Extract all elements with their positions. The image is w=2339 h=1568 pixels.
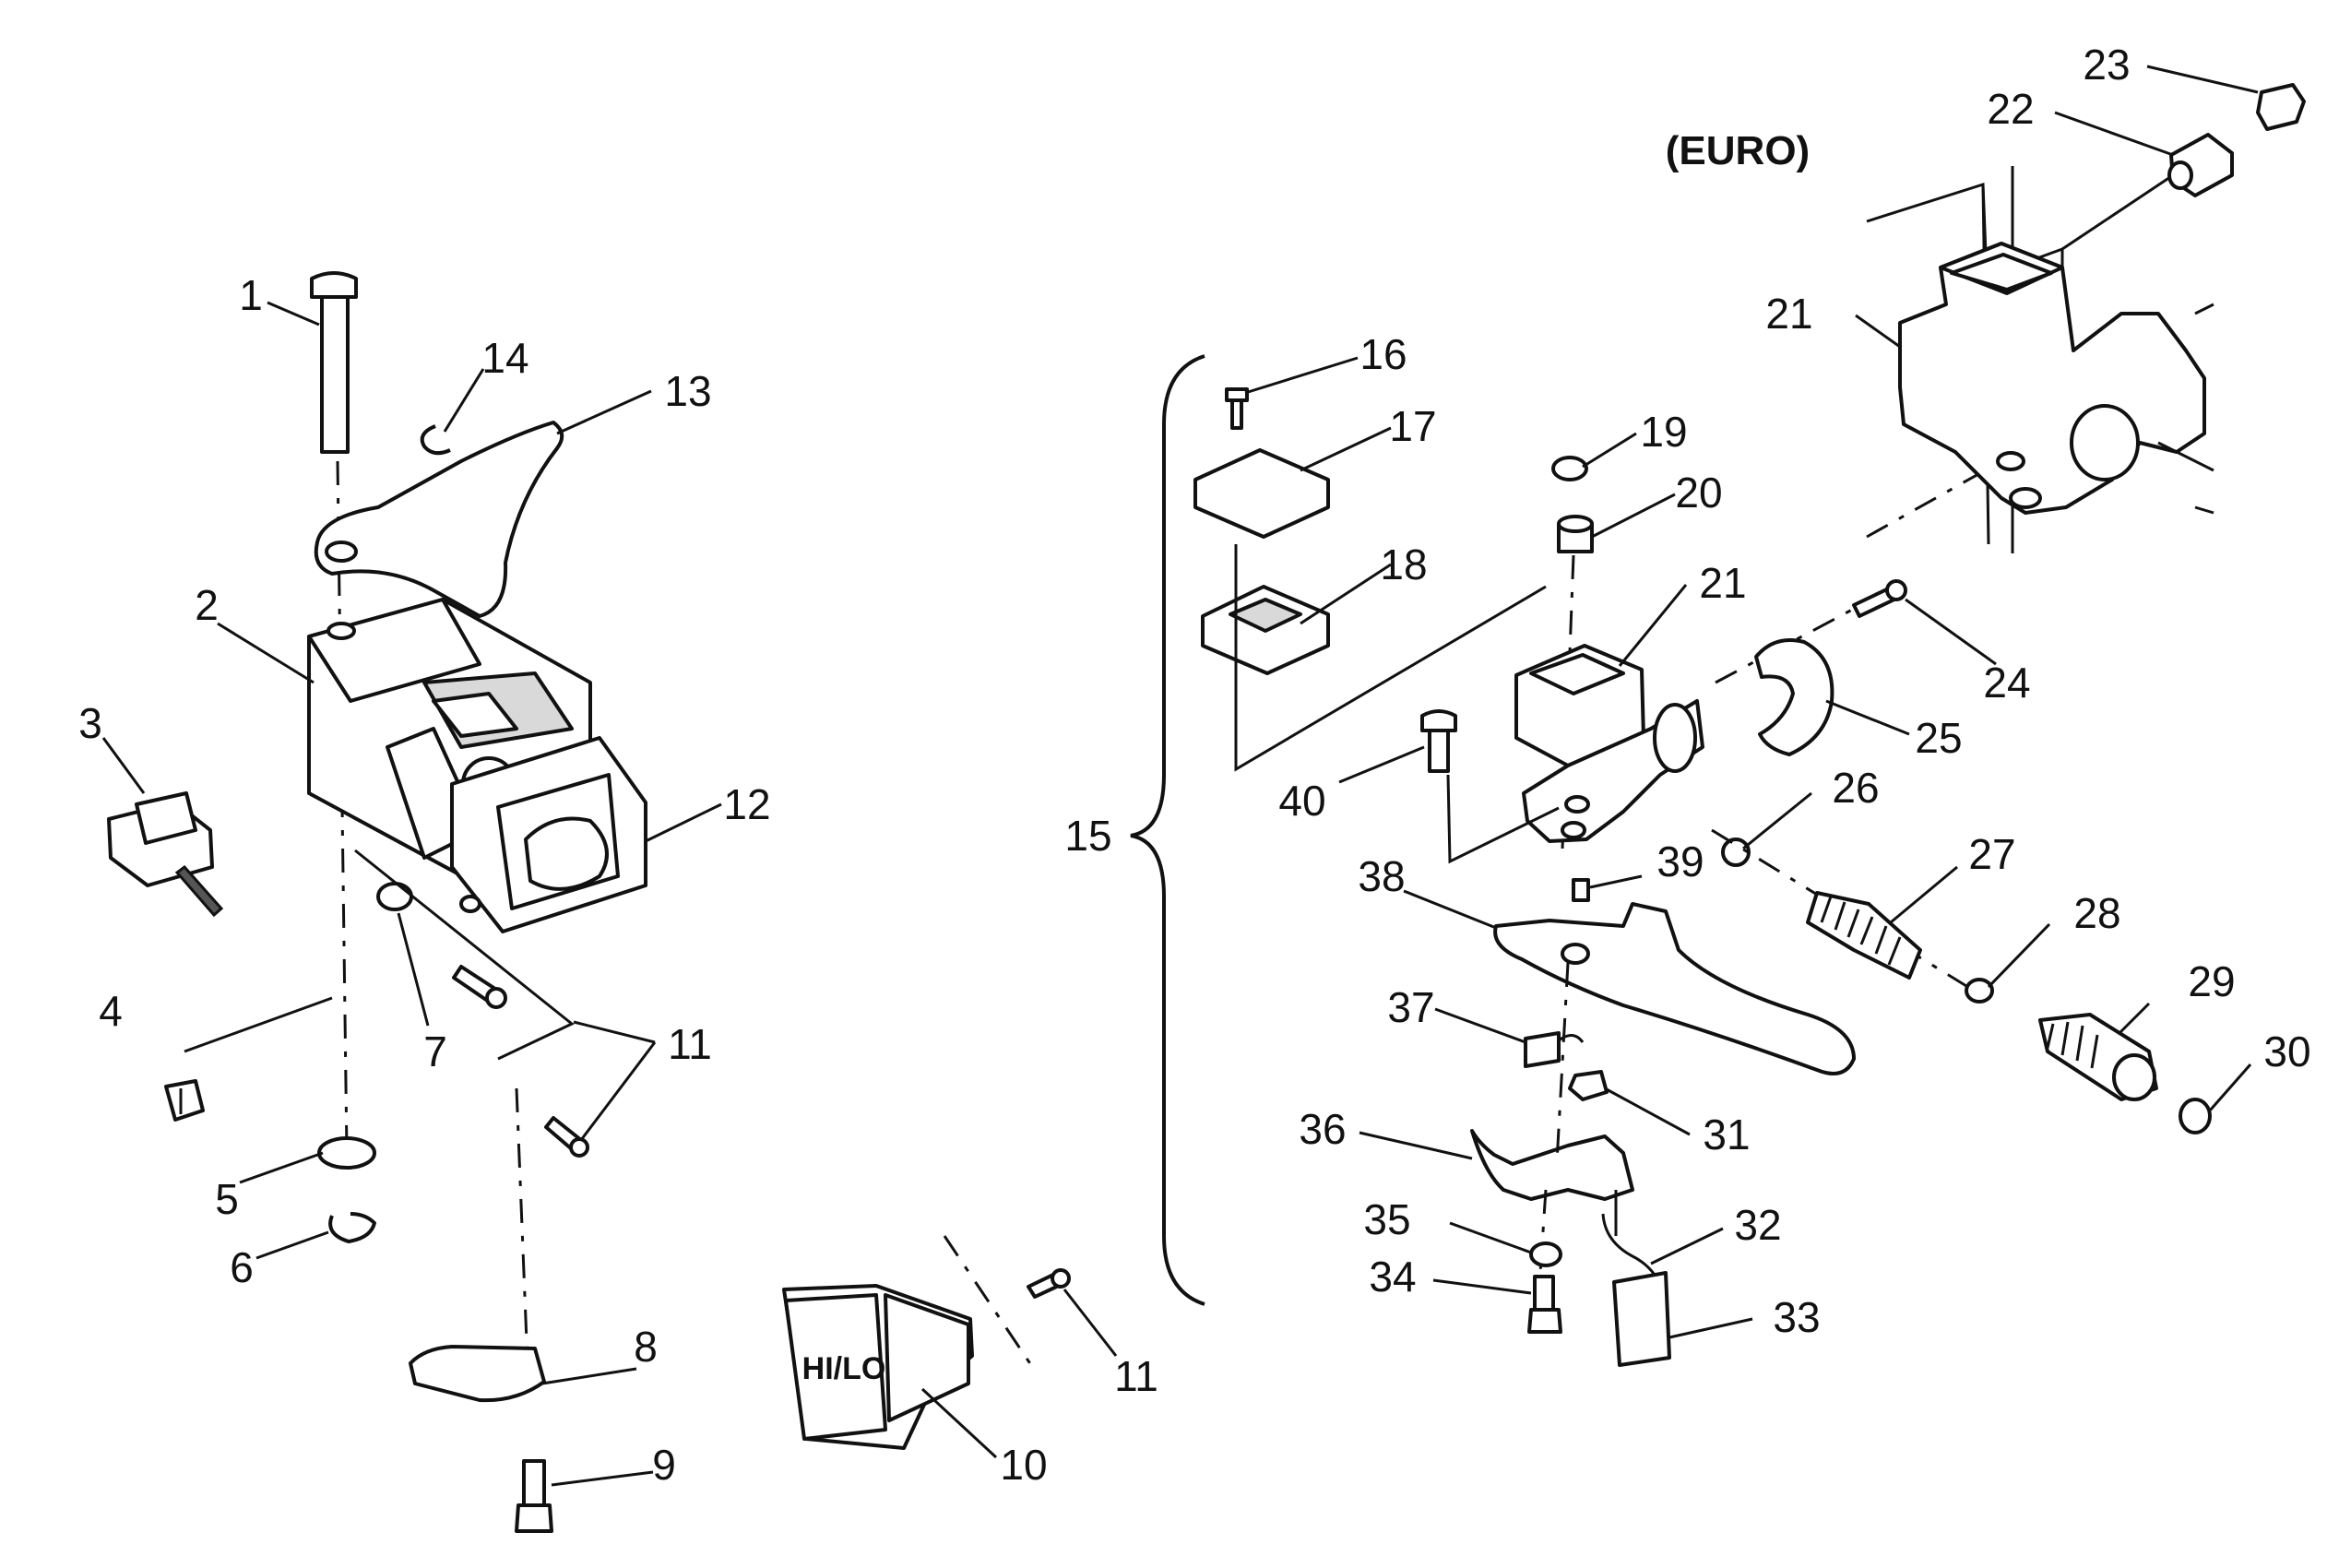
callout-32: 32 [1734,1201,1781,1249]
part-37-spring [1524,1031,1585,1068]
part-40-bolt [1420,709,1457,773]
euro-label: (EURO) [1666,128,1810,173]
part-4-nut [164,1079,205,1122]
part-31-nut [1568,1070,1609,1101]
callout-20: 20 [1675,469,1722,517]
part-33-tag [1612,1271,1671,1367]
callout-26: 26 [1832,764,1879,812]
part-9-bolt [515,1459,553,1533]
callout-36: 36 [1299,1105,1346,1153]
part-38-brake-lever [1493,902,1856,1075]
part-26-washer [1721,837,1751,867]
callout-35: 35 [1363,1195,1410,1243]
part-21-euro-master-cylinder [1866,166,2214,553]
part-19-washer [1551,456,1588,481]
callout-28: 28 [2073,889,2120,937]
part-7-washer [376,882,413,911]
part-5-washer [317,1136,376,1170]
callout-21-euro: 21 [1765,290,1812,338]
callout-38: 38 [1358,852,1405,900]
part-8-plate [409,1345,546,1403]
part-34-screw [1527,1275,1562,1334]
part-1-bolt [310,271,358,454]
callout-16: 16 [1359,330,1407,378]
part-10-hilo-switch [782,1284,974,1450]
callout-13: 13 [664,367,711,415]
callout-27: 27 [1968,830,2015,878]
callout-2: 2 [195,581,219,629]
part-14-clip [420,424,451,456]
callout-leaders [101,65,2259,1487]
part-35-washer [1529,1241,1562,1267]
part-20-bushing [1557,515,1594,553]
part-39-pin [1572,878,1590,902]
part-6-eclip [328,1212,376,1243]
callout-33: 33 [1773,1293,1820,1341]
part-28-washer [1965,978,1994,1004]
callout-4: 4 [99,987,123,1035]
callout-40: 40 [1278,777,1325,825]
callout-21: 21 [1699,559,1746,607]
callout-11-middle: 11 [1114,1352,1158,1400]
callout-9: 9 [652,1441,676,1489]
callout-23: 23 [2083,41,2130,89]
part-16-screw [1225,387,1249,430]
callout-25: 25 [1915,714,1962,762]
callout-7: 7 [423,1028,447,1075]
part-17-cap [1193,448,1330,539]
part-21-master-cylinder [1514,644,1704,843]
callout-10: 10 [1000,1441,1047,1489]
part-3-switch [107,791,224,918]
callout-34: 34 [1369,1253,1416,1301]
part-13-lever-bracket [314,421,564,618]
part-24-screw [1852,579,1907,618]
part-11-screw-middle [1027,1268,1071,1299]
callout-30: 30 [2263,1028,2310,1075]
part-22-fitting [2167,133,2234,197]
callout-12: 12 [723,780,770,828]
callout-37: 37 [1387,983,1434,1031]
callout-18: 18 [1380,540,1427,588]
callout-29: 29 [2188,957,2235,1005]
callout-15: 15 [1064,812,1111,860]
part-27-spring [1806,891,1922,980]
callout-5: 5 [215,1175,239,1223]
callout-11-left: 11 [668,1020,712,1068]
callout-22: 22 [1987,85,2034,133]
part-29-piston [2038,1013,2158,1101]
part-32-clip [1601,1213,1662,1285]
callout-31: 31 [1703,1111,1750,1158]
callout-14: 14 [481,334,528,382]
callout-19: 19 [1640,408,1687,456]
switch-face-label: HI/LO [802,1351,886,1386]
callout-6: 6 [230,1243,254,1291]
callout-8: 8 [634,1323,658,1371]
part-11-screws-left [452,965,589,1158]
callout-17: 17 [1389,402,1436,450]
callout-1: 1 [239,271,263,319]
part-23-cap [2256,83,2306,131]
part-18-diaphragm [1201,585,1330,675]
callout-24: 24 [1983,659,2030,707]
part-30-oring [2179,1098,2212,1134]
part-12-cover-plate [450,736,647,933]
callout-3: 3 [78,699,102,747]
brace-15 [1130,354,1205,1306]
callout-39: 39 [1656,837,1704,885]
part-25-clamp [1754,638,1834,756]
part-36-bracket [1470,1129,1634,1201]
